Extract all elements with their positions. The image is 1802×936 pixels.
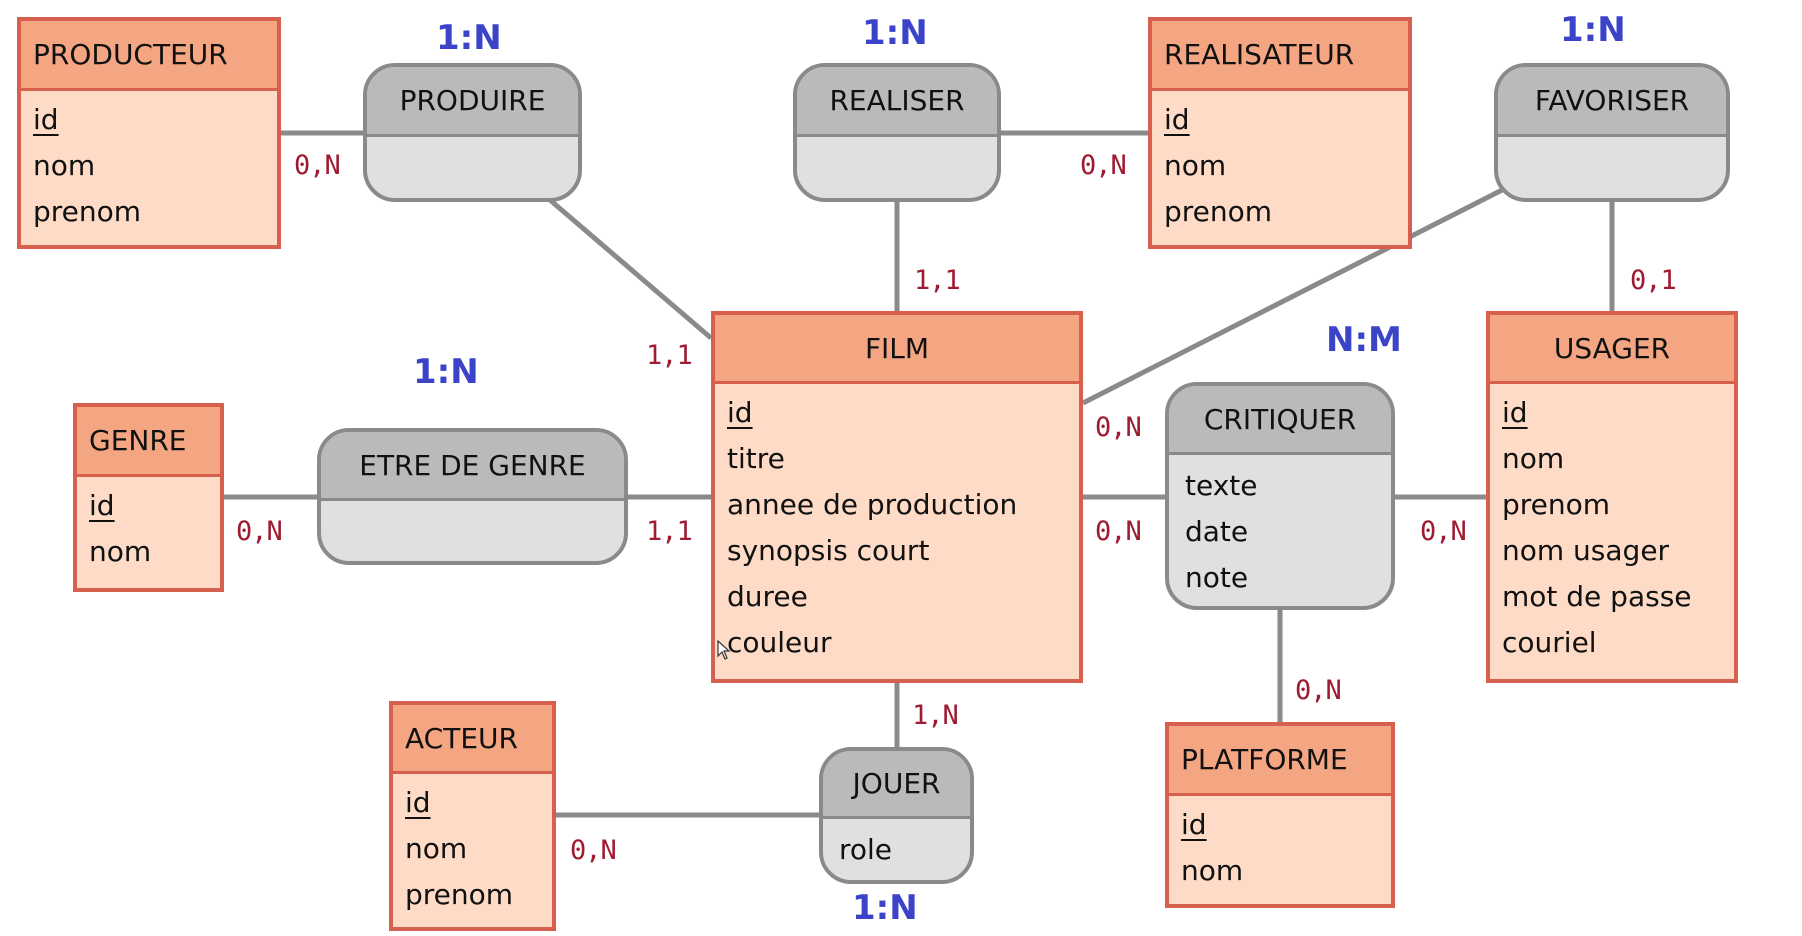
attribute: couleur — [727, 626, 832, 659]
association-etre-de-genre[interactable]: ETRE DE GENRE — [317, 428, 628, 565]
entity-title: FILM — [715, 315, 1079, 384]
association-produire[interactable]: PRODUIRE — [363, 63, 582, 202]
relation-type-etre-de-genre: 1:N — [413, 352, 479, 392]
cardinality-acteur-jouer: 0,N — [570, 835, 617, 866]
entity-platforme[interactable]: PLATFORME id nom — [1165, 722, 1395, 908]
association-realiser[interactable]: REALISER — [793, 63, 1001, 202]
relation-type-critiquer: N:M — [1326, 320, 1402, 360]
attribute-list: id nom prenom — [21, 91, 277, 235]
attribute-primary-key: id — [405, 786, 431, 819]
cardinality-film-favoriser: 0,N — [1095, 412, 1142, 443]
cardinality-realisateur-realiser: 0,N — [1080, 150, 1127, 181]
attribute: titre — [727, 442, 785, 475]
attribute: nom — [89, 535, 152, 568]
link-favoriser-film — [1081, 183, 1512, 406]
cardinality-usager-critiquer: 0,N — [1420, 516, 1467, 547]
attribute: date — [1185, 515, 1249, 548]
association-title: FAVORISER — [1498, 67, 1726, 137]
attribute: nom — [1181, 854, 1244, 887]
cardinality-genre-etre: 0,N — [236, 516, 283, 547]
link-produire-film — [548, 198, 713, 340]
association-title: ETRE DE GENRE — [321, 432, 624, 501]
cardinality-platforme-critiquer: 0,N — [1295, 675, 1342, 706]
attribute-primary-key: id — [1164, 103, 1190, 136]
attribute: texte — [1185, 469, 1258, 502]
attribute: nom — [1164, 149, 1227, 182]
attribute: prenom — [1502, 488, 1611, 521]
relation-type-produire: 1:N — [436, 18, 502, 58]
entity-title: REALISATEUR — [1152, 21, 1408, 91]
attribute: annee de production — [727, 488, 1018, 521]
attribute: note — [1185, 561, 1249, 594]
attribute: nom — [1502, 442, 1565, 475]
attribute: synopsis court — [727, 534, 930, 567]
attribute-list: id nom prenom nom usager mot de passe co… — [1490, 384, 1734, 666]
association-title: PRODUIRE — [367, 67, 578, 137]
cardinality-film-critiquer: 0,N — [1095, 516, 1142, 547]
attribute: prenom — [1164, 195, 1273, 228]
cardinality-produire-film: 1,1 — [646, 340, 693, 371]
relation-type-jouer: 1:N — [852, 888, 918, 928]
attribute-list: role — [823, 819, 970, 873]
attribute: duree — [727, 580, 808, 613]
attribute: nom — [33, 149, 96, 182]
entity-title: ACTEUR — [393, 705, 552, 774]
attribute-list: id titre annee de production synopsis co… — [715, 384, 1079, 666]
association-jouer[interactable]: JOUER role — [819, 747, 974, 884]
entity-producteur[interactable]: PRODUCTEUR id nom prenom — [17, 17, 281, 249]
attribute-primary-key: id — [33, 103, 59, 136]
cardinality-favoriser-usager: 0,1 — [1630, 265, 1677, 296]
entity-film[interactable]: FILM id titre annee de production synops… — [711, 311, 1083, 683]
attribute: couriel — [1502, 626, 1597, 659]
association-title: JOUER — [823, 751, 970, 819]
cardinality-realiser-film: 1,1 — [914, 265, 961, 296]
entity-realisateur[interactable]: REALISATEUR id nom prenom — [1148, 17, 1412, 249]
attribute: role — [839, 833, 893, 866]
association-favoriser[interactable]: FAVORISER — [1494, 63, 1730, 202]
attribute-primary-key: id — [89, 489, 115, 522]
attribute-list: id nom — [77, 477, 220, 575]
attribute-list: texte date note — [1169, 455, 1391, 601]
association-title: CRITIQUER — [1169, 386, 1391, 455]
cardinality-film-jouer: 1,N — [912, 700, 959, 731]
entity-genre[interactable]: GENRE id nom — [73, 403, 224, 592]
association-title: REALISER — [797, 67, 997, 137]
cardinality-etre-film: 1,1 — [646, 516, 693, 547]
entity-title: PRODUCTEUR — [21, 21, 277, 91]
entity-title: PLATFORME — [1169, 726, 1391, 796]
association-critiquer[interactable]: CRITIQUER texte date note — [1165, 382, 1395, 610]
mouse-cursor-icon — [717, 640, 731, 660]
attribute-primary-key: id — [727, 396, 753, 429]
attribute: prenom — [33, 195, 142, 228]
attribute: mot de passe — [1502, 580, 1692, 613]
entity-usager[interactable]: USAGER id nom prenom nom usager mot de p… — [1486, 311, 1738, 683]
entity-title: GENRE — [77, 407, 220, 477]
relation-type-favoriser: 1:N — [1560, 10, 1626, 50]
attribute: prenom — [405, 878, 514, 911]
cardinality-producteur-produire: 0,N — [294, 150, 341, 181]
attribute-list: id nom — [1169, 796, 1391, 894]
attribute: nom — [405, 832, 468, 865]
entity-title: USAGER — [1490, 315, 1734, 384]
attribute-primary-key: id — [1502, 396, 1528, 429]
attribute: nom usager — [1502, 534, 1670, 567]
attribute-list: id nom prenom — [393, 774, 552, 918]
relation-type-realiser: 1:N — [862, 13, 928, 53]
attribute-list: id nom prenom — [1152, 91, 1408, 235]
entity-acteur[interactable]: ACTEUR id nom prenom — [389, 701, 556, 931]
attribute-primary-key: id — [1181, 808, 1207, 841]
